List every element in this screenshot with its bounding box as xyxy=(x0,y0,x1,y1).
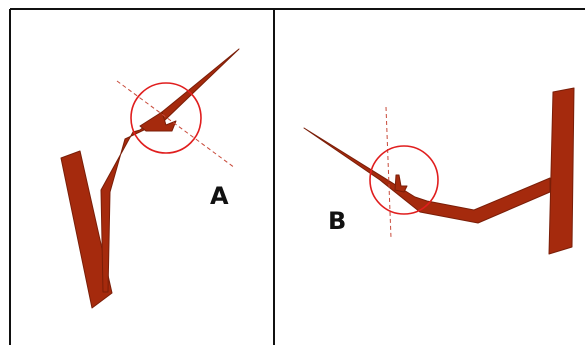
panel-a-bent-arm xyxy=(100,48,240,293)
panel-a-small-tab xyxy=(139,111,177,132)
panel-a-vertical-plate xyxy=(60,150,113,309)
panel-b: B xyxy=(303,87,575,255)
panel-b-vertical-plate xyxy=(548,87,575,255)
panel-a-highlight-circle xyxy=(130,82,202,154)
panel-a: A xyxy=(60,48,240,309)
panel-b-dashed-axis xyxy=(385,106,392,239)
panel-b-small-tab xyxy=(394,174,408,193)
figure-frame xyxy=(9,8,585,345)
panel-a-dashed-axis xyxy=(116,80,236,169)
panel-b-highlight-circle xyxy=(369,145,439,215)
panel-a-label: A xyxy=(210,182,229,210)
panel-b-label: B xyxy=(328,207,346,235)
